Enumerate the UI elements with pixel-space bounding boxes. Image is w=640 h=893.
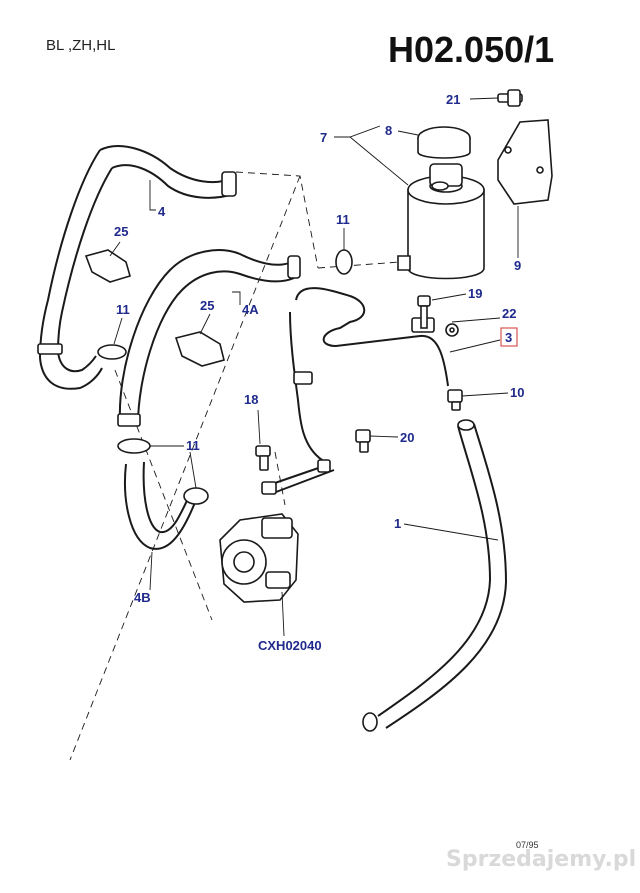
- callout-11-middle: 11: [186, 438, 200, 453]
- callout-19: 19: [468, 286, 482, 301]
- hose-1: [362, 419, 508, 732]
- hose-4: [37, 145, 237, 390]
- leader-lines: [109, 97, 519, 637]
- callout-11-upper: 11: [336, 212, 350, 227]
- callout-10: 10: [510, 385, 524, 400]
- diagram-date: 07/95: [516, 840, 539, 850]
- clamp-11-lower: [183, 487, 209, 505]
- callout-18: 18: [244, 392, 258, 407]
- diagram-code: H02.050/1: [388, 29, 554, 70]
- bracket-9: [497, 119, 553, 205]
- pipe-assembly-3: [261, 287, 449, 495]
- callout-7: 7: [320, 130, 327, 145]
- reservoir-7: [397, 163, 485, 280]
- connector-10: [447, 389, 463, 411]
- clip-25-upper: [84, 249, 131, 283]
- clamp-11-upper: [335, 249, 353, 275]
- hose-4b: [124, 461, 197, 550]
- bolt-18: [255, 445, 271, 471]
- callout-21: 21: [446, 92, 460, 107]
- nut-22: [445, 323, 459, 337]
- callout-22: 22: [502, 306, 516, 321]
- callout-labels: 21 7 8 4 25 11 9 11 25 4A 19 22 3 11 10 …: [114, 92, 524, 653]
- bolt-20: [355, 429, 371, 453]
- clamp-11-left: [97, 344, 127, 360]
- reservoir-cap-8: [417, 126, 471, 159]
- callout-3: 3: [505, 330, 512, 345]
- bolt-19: [417, 295, 431, 329]
- hose-4a: [117, 249, 301, 427]
- callout-20: 20: [400, 430, 414, 445]
- callout-11-left: 11: [116, 302, 130, 317]
- callout-9: 9: [514, 258, 521, 273]
- callout-1: 1: [394, 516, 401, 531]
- callout-25-upper: 25: [114, 224, 128, 239]
- model-codes: BL ,ZH,HL: [46, 37, 115, 54]
- callout-4: 4: [158, 204, 166, 219]
- callout-8: 8: [385, 123, 392, 138]
- pump-part-code: CXH02040: [258, 638, 322, 653]
- highlight-box-3: [500, 327, 518, 347]
- steering-pump: [219, 513, 299, 603]
- clamp-11-middle: [117, 438, 151, 454]
- clip-25-lower: [174, 331, 225, 367]
- callout-4a: 4A: [242, 302, 259, 317]
- bolt-21: [497, 89, 523, 107]
- watermark: Sprzedajemy.pl: [446, 847, 636, 872]
- assembly-dashed-lines: [69, 171, 401, 761]
- callout-4b: 4B: [134, 590, 151, 605]
- callout-25-lower: 25: [200, 298, 214, 313]
